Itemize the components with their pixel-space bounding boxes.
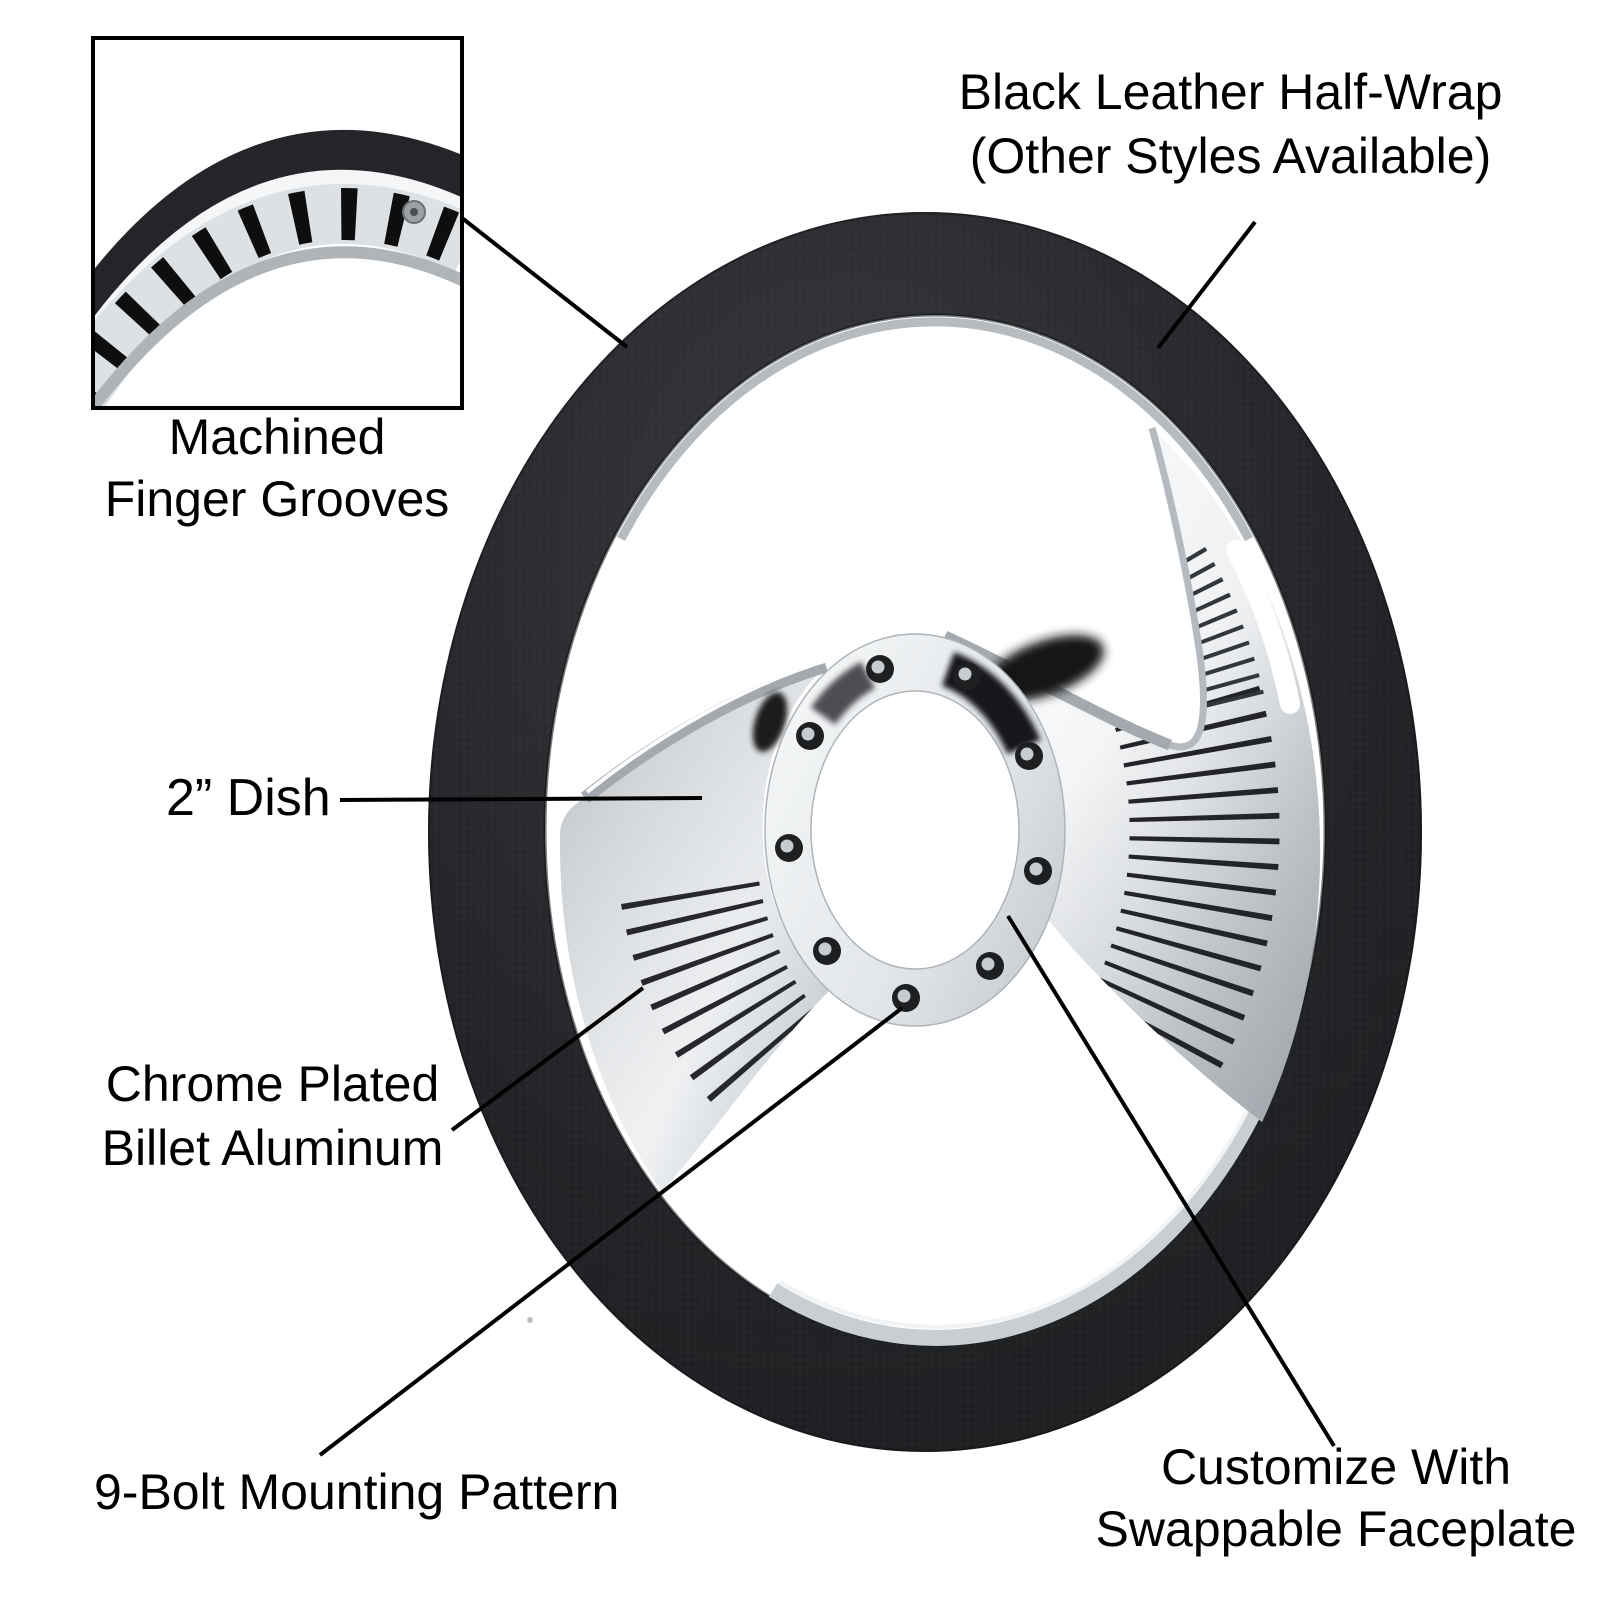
label-chrome-plated-billet-aluminum: Chrome Plated Billet Aluminum [40, 1052, 505, 1180]
label-line: Billet Aluminum [101, 1120, 444, 1176]
leader-lines [318, 216, 1336, 1457]
inset-border [91, 36, 464, 410]
label-9-bolt-mounting-pattern: 9-Bolt Mounting Pattern [94, 1460, 619, 1524]
leader-line-inset [460, 216, 629, 349]
leader-line-mounting [318, 1006, 904, 1457]
label-line: Machined [168, 409, 386, 465]
photo-speck [527, 1317, 533, 1323]
label-machined-finger-grooves: Machined Finger Grooves [57, 406, 497, 530]
bolt-hole [775, 834, 803, 862]
finger-grooves-inset [91, 36, 464, 410]
leader-line-billet [450, 986, 645, 1132]
label-line: Chrome Plated [105, 1056, 440, 1112]
bolt-hole [953, 662, 981, 690]
bolt-hole [866, 655, 894, 683]
label-line: 9-Bolt Mounting Pattern [94, 1464, 620, 1520]
rim-chrome-lip [617, 317, 1275, 1346]
leader-line-half-wrap [1156, 220, 1257, 350]
bolt-holes [775, 655, 1052, 1012]
tip-slots [556, 540, 1300, 812]
machined-fins [620, 547, 1280, 1192]
bolt-hole [892, 984, 920, 1012]
label-line: 2” Dish [166, 769, 331, 827]
bolt-hole [796, 722, 824, 750]
label-line: Finger Grooves [104, 471, 450, 527]
label-line: (Other Styles Available) [969, 128, 1492, 184]
bolt-hole [976, 952, 1004, 980]
wheel [428, 212, 1422, 1452]
label-black-leather-half-wrap: Black Leather Half-Wrap (Other Styles Av… [938, 60, 1523, 188]
label-line: Swappable Faceplate [1095, 1501, 1577, 1557]
bolt-hole [1015, 742, 1043, 770]
label-2-inch-dish: 2” Dish [166, 766, 331, 830]
chrome-spokes [559, 428, 1321, 1192]
bolt-hole [813, 937, 841, 965]
label-swappable-faceplate: Customize With Swappable Faceplate [1040, 1436, 1600, 1560]
inset-art [95, 129, 460, 406]
bolt-hole [1024, 857, 1052, 885]
leader-line-dish [339, 796, 703, 802]
label-line: Black Leather Half-Wrap [958, 64, 1503, 120]
label-line: Customize With [1160, 1439, 1512, 1495]
leader-line-faceplate [1006, 914, 1336, 1448]
set-screw [402, 200, 426, 224]
